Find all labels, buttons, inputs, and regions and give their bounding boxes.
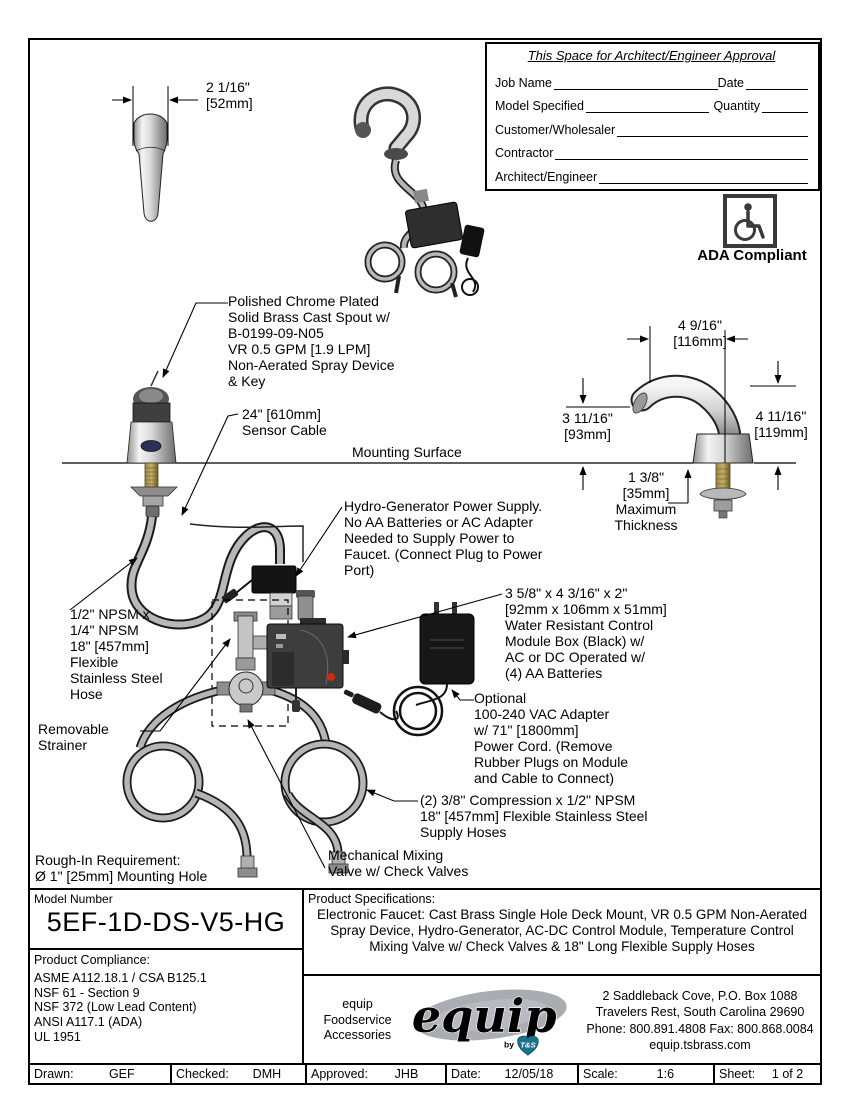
approval-row: Model Specified Quantity — [495, 90, 808, 113]
approval-field-label: Job Name — [495, 75, 552, 90]
mixing-valve-annotation: Mechanical Mixing Valve w/ Check Valves — [328, 847, 469, 879]
footer-value: 1:6 — [656, 1067, 675, 1081]
footer-value: DMH — [252, 1067, 282, 1081]
by-text: by — [504, 1039, 514, 1049]
approval-row: Contractor — [495, 137, 808, 160]
company-address: 2 Saddleback Cove, P.O. Box 1088 Travele… — [586, 988, 814, 1053]
overall-height-dimension-text: 4 11/16" [119mm] — [754, 408, 808, 441]
title-block-footer: Drawn: GEF Checked: DMH Approved: JHB Da… — [30, 1063, 820, 1083]
approval-field-label: Quantity — [713, 99, 760, 113]
fill-in-line — [746, 76, 808, 90]
compliance-item: NSF 61 - Section 9 — [34, 985, 140, 1000]
model-number-section — [30, 890, 302, 950]
hydro-generator-annotation: Hydro-Generator Power Supply. No AA Batt… — [344, 498, 543, 578]
fill-in-line — [553, 76, 718, 90]
approval-field-label: Model Specified — [495, 99, 584, 113]
specs-text: Electronic Faucet: Cast Brass Single Hol… — [317, 907, 807, 955]
footer-label: Approved: — [311, 1067, 368, 1081]
brand-small-text: equip Foodservice Accessories — [323, 997, 392, 1043]
footer-label: Sheet: — [719, 1067, 756, 1081]
compliance-item: NSF 372 (Low Lead Content) — [34, 1000, 197, 1015]
approval-row: Architect/Engineer — [495, 160, 808, 184]
specs-label: Product Specifications: — [308, 892, 436, 906]
approval-field-label: Customer/Wholesaler — [495, 122, 616, 137]
footer-label: Checked: — [176, 1067, 229, 1081]
fill-in-line — [555, 146, 808, 160]
approval-title: This Space for Architect/Engineer Approv… — [527, 48, 776, 63]
equip-logo: equip by T&S — [411, 988, 567, 1056]
fill-in-line — [599, 170, 808, 184]
supply-hoses-annotation: (2) 3/8" Compression x 1/2" NPSM 18" [45… — [420, 792, 648, 840]
ts-shield-text: T&S — [520, 1040, 536, 1049]
footer-cell-sheet: Sheet: 1 of 2 — [715, 1065, 820, 1083]
footer-value: 1 of 2 — [771, 1067, 804, 1081]
footer-label: Date: — [451, 1067, 481, 1081]
ac-adapter-annotation: Optional 100-240 VAC Adapter w/ 71" [180… — [474, 690, 629, 786]
equip-logo-text: equip — [412, 989, 557, 1043]
rough-in-annotation: Rough-In Requirement: Ø 1" [25mm] Mounti… — [35, 852, 208, 884]
footer-cell-approved: Approved: JHB — [307, 1065, 447, 1083]
model-number-label: Model Number — [34, 892, 113, 906]
footer-label: Drawn: — [34, 1067, 74, 1081]
spout-annotation: Polished Chrome Plated Solid Brass Cast … — [228, 293, 395, 389]
footer-cell-checked: Checked: DMH — [172, 1065, 307, 1083]
approval-field-label: Contractor — [495, 146, 554, 160]
approval-field-label: Architect/Engineer — [495, 169, 598, 184]
sensor-cable-annotation: 24" [610mm] Sensor Cable — [242, 406, 327, 438]
title-block: Model Number 5EF-1D-DS-V5-HG Product Com… — [28, 888, 822, 1085]
brand-section: equip Foodservice Accessories equip by T… — [304, 974, 820, 1065]
footer-value: GEF — [108, 1067, 135, 1081]
flex-hose-annotation: 1/2" NPSM x 1/4" NPSM 18" [457mm] Flexib… — [70, 606, 163, 702]
mounting-surface-label: Mounting Surface — [352, 444, 462, 460]
fill-in-line — [762, 99, 808, 113]
footer-label: Scale: — [583, 1067, 618, 1081]
strainer-annotation: Removable Strainer — [38, 721, 109, 753]
title-block-right: Product Specifications: Electronic Fauce… — [304, 890, 820, 1063]
ts-shield-icon: T&S — [517, 1035, 539, 1056]
reach-dimension-text: 4 9/16" [116mm] — [673, 317, 727, 350]
model-number: 5EF-1D-DS-V5-HG — [46, 907, 286, 937]
footer-cell-drawn: Drawn: GEF — [30, 1065, 172, 1083]
title-block-left: Model Number 5EF-1D-DS-V5-HG Product Com… — [30, 890, 304, 1063]
footer-cell-date: Date: 12/05/18 — [447, 1065, 579, 1083]
approval-box: This Space for Architect/Engineer Approv… — [485, 42, 820, 191]
spout-width-dimension-text: 2 1/16" [52mm] — [206, 79, 253, 112]
footer-value: 12/05/18 — [504, 1067, 554, 1081]
fill-in-line — [585, 99, 710, 113]
compliance-list: ASME A112.18.1 / CSA B125.1 NSF 61 - Sec… — [34, 971, 207, 1044]
control-module-annotation: 3 5/8" x 4 3/16" x 2" [92mm x 106mm x 51… — [505, 585, 667, 681]
approval-row: Customer/Wholesaler — [495, 113, 808, 137]
approval-row: Job Name Date — [495, 66, 808, 90]
fill-in-line — [617, 123, 808, 137]
compliance-label: Product Compliance: — [34, 953, 151, 967]
deck-thickness-dimension-text: 1 3/8" [35mm] Maximum Thickness — [614, 469, 678, 534]
compliance-item: ANSI A117.1 (ADA) — [34, 1014, 143, 1029]
footer-value: JHB — [394, 1067, 419, 1081]
compliance-item: ASME A112.18.1 / CSA B125.1 — [34, 971, 207, 985]
compliance-item: UL 1951 — [34, 1029, 81, 1044]
outlet-height-dimension-text: 3 11/16" [93mm] — [562, 410, 613, 443]
ada-compliant-label: ADA Compliant — [697, 247, 807, 264]
approval-field-label: Date — [717, 75, 744, 90]
footer-cell-scale: Scale: 1:6 — [579, 1065, 715, 1083]
